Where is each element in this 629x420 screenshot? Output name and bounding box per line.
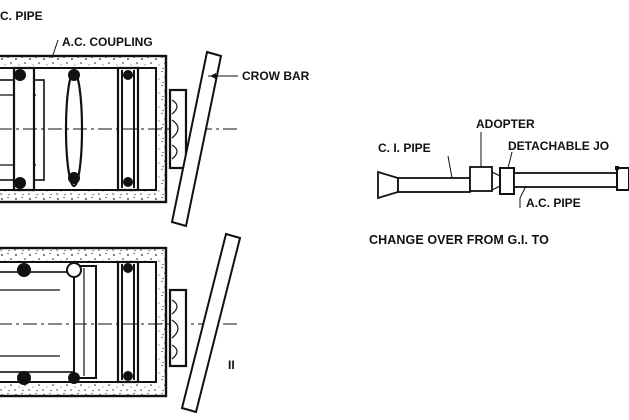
detachable-joint-left (499, 167, 515, 195)
crow-bar-arrow (210, 73, 216, 79)
detachable-leader (507, 151, 513, 169)
detachable-joint-right (616, 167, 629, 191)
seal-dot (123, 263, 133, 273)
ac-pipe-label: A.C. PIPE (526, 196, 581, 210)
seal-dot (68, 172, 80, 184)
ci-pipe-label: C. I. PIPE (378, 141, 431, 155)
crow-bar-label: CROW BAR (242, 69, 310, 83)
ac-pipe-body (513, 172, 619, 188)
ac-coupling-label: A.C. COUPLING (62, 35, 153, 49)
figure-caption: CHANGE OVER FROM G.I. TO (369, 233, 549, 247)
seal-dot (14, 177, 26, 189)
seal-dot (123, 371, 133, 381)
ci-pipe-bell (377, 170, 399, 200)
ac-pipe-leader (519, 185, 527, 199)
ci-pipe-leader (447, 155, 453, 179)
changeover-detail (377, 132, 629, 208)
seal-dot (68, 372, 80, 384)
ac-coupling-leader (51, 39, 59, 59)
coupling-assembly-bottom (0, 232, 242, 414)
seal-dot (123, 177, 133, 187)
adopter-part (469, 166, 493, 192)
seal-dot (68, 69, 80, 81)
joint-dot (615, 166, 619, 170)
seal-dot (17, 263, 31, 277)
middle-sleeve-bottom (73, 265, 97, 379)
ci-pipe-inner-bottom (0, 271, 75, 373)
crow-bar-top (170, 50, 223, 228)
seal-dot (123, 70, 133, 80)
seal-ring-open (66, 262, 82, 278)
ci-pipe-body (397, 177, 471, 193)
seal-dot (14, 69, 26, 81)
ci-pipe-top-label: C. PIPE (0, 9, 43, 23)
adopter-label: ADOPTER (476, 117, 535, 131)
crow-bar-bottom (180, 232, 242, 414)
detachable-joint-label: DETACHABLE JO (508, 139, 609, 153)
seal-dot (17, 371, 31, 385)
figure-number-label: II (228, 358, 235, 372)
coupling-assembly-top (0, 50, 238, 228)
